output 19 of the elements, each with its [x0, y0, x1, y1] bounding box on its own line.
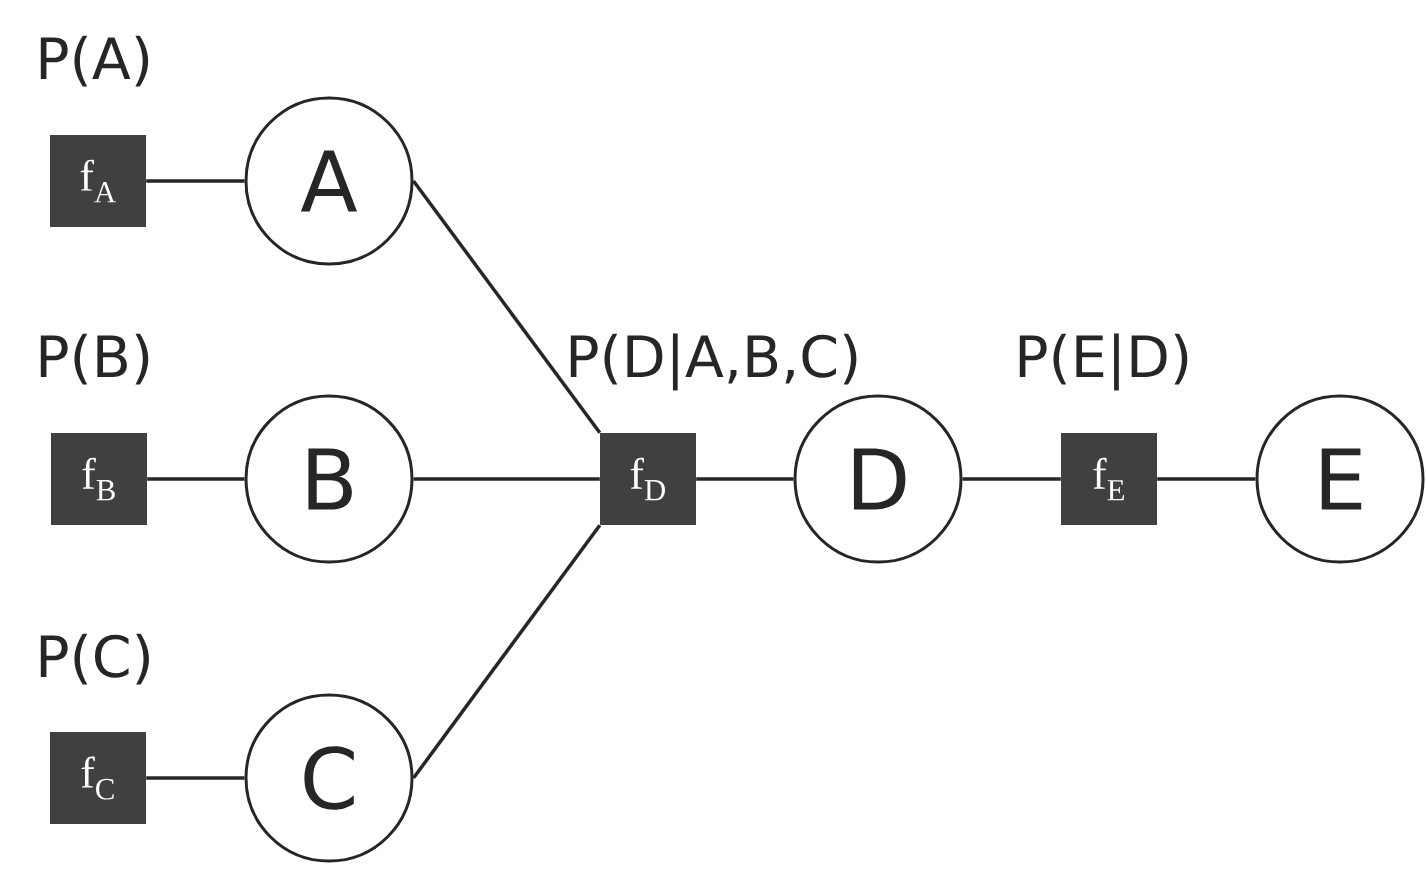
factor-box: f$_{D}$	[600, 433, 696, 525]
connector-line	[413, 477, 600, 481]
factor-box: f$_{E}$	[1061, 433, 1157, 525]
connector-line	[962, 477, 1061, 481]
factor-box: f$_{C}$	[50, 732, 146, 824]
probability-label: P(D|A,B,C)	[570, 333, 857, 391]
factor-box: f$_{B}$	[51, 433, 147, 525]
connector-line	[147, 477, 245, 481]
connector-line	[412, 524, 602, 780]
probability-label: P(A)	[40, 35, 149, 87]
probability-label: P(C)	[40, 633, 149, 685]
connector-line	[696, 477, 794, 481]
probability-label: P(E|D)	[1019, 333, 1188, 391]
connector-line	[1157, 477, 1256, 481]
probability-label: P(B)	[40, 333, 149, 385]
connector-line	[146, 179, 245, 183]
connector-line	[146, 776, 245, 780]
connector-line	[412, 179, 602, 434]
factor-box: f$_{A}$	[50, 135, 146, 227]
